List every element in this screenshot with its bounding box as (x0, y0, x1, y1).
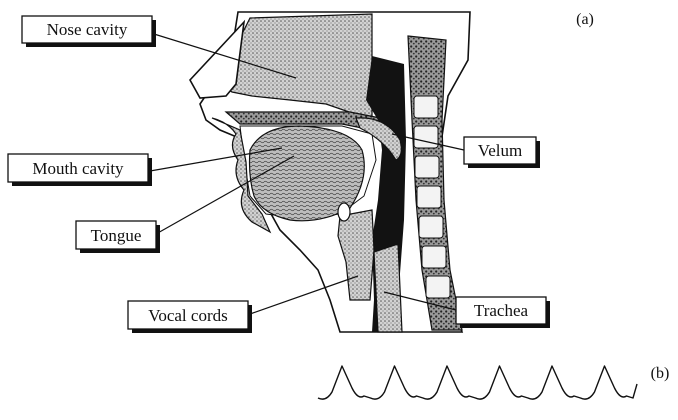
label-tongue: Tongue (76, 221, 160, 253)
label-velum: Velum (464, 137, 540, 168)
trachea-tube (374, 244, 402, 332)
label-velum-text: Velum (478, 141, 522, 160)
label-trachea-text: Trachea (474, 301, 529, 320)
label-nose-cavity-text: Nose cavity (47, 20, 128, 39)
label-mouth-cavity-text: Mouth cavity (32, 159, 124, 178)
epiglottis (338, 203, 350, 221)
glottal-waveform (318, 366, 637, 399)
label-mouth-cavity: Mouth cavity (8, 154, 152, 186)
waveform-trace (318, 366, 637, 399)
panel-a-label: (a) (576, 11, 594, 28)
head-cross-section (190, 12, 470, 332)
panel-b-label: (b) (651, 365, 670, 382)
label-trachea: Trachea (456, 297, 550, 328)
label-vocal-cords: Vocal cords (128, 301, 252, 333)
label-vocal-cords-text: Vocal cords (148, 306, 227, 325)
label-tongue-text: Tongue (91, 226, 142, 245)
label-nose-cavity: Nose cavity (22, 16, 156, 47)
